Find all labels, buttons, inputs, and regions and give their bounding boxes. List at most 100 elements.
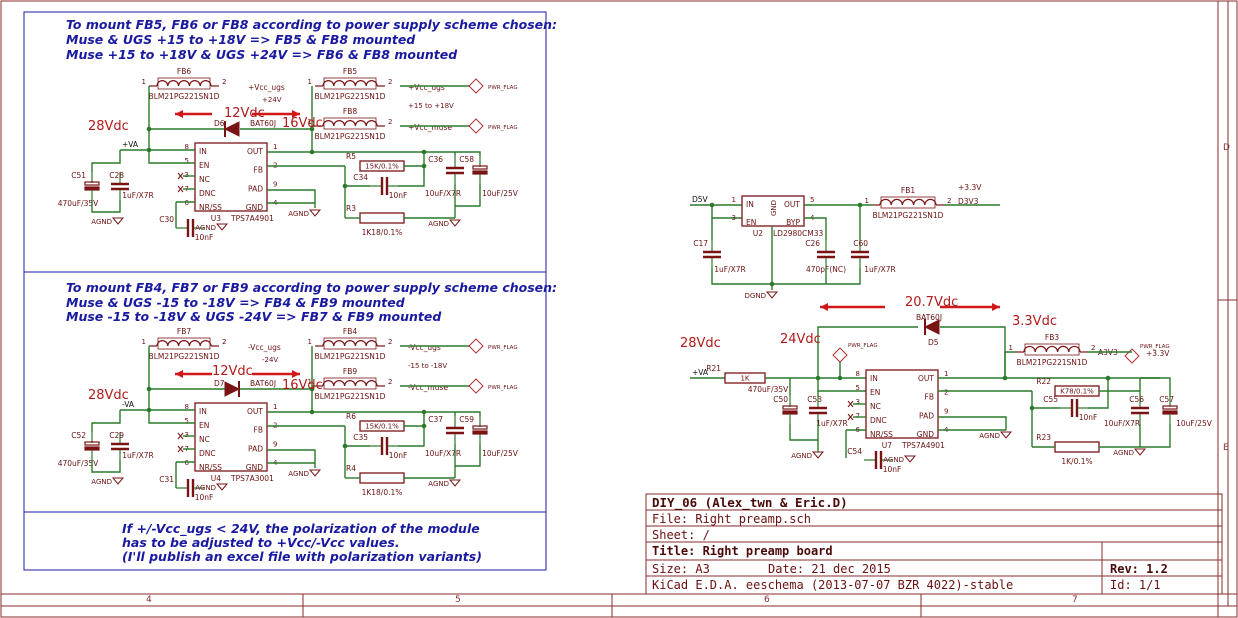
part-ref: R6 xyxy=(346,412,356,421)
part-value: 10uF/25V xyxy=(482,189,519,198)
part-ref: U4 xyxy=(211,474,221,483)
pin-number: 3 xyxy=(185,431,189,439)
ground-triangle xyxy=(765,291,779,299)
voltage-arrow xyxy=(820,303,885,311)
ic-pin-name: NR/SS xyxy=(199,463,222,472)
wire xyxy=(1140,424,1171,448)
part-ref: D6 xyxy=(214,119,225,128)
wire xyxy=(91,200,121,213)
ic-pin-name: NC xyxy=(199,175,210,184)
ground-triangle xyxy=(448,479,462,487)
voltage-label-12v-top: 12Vdc xyxy=(224,106,265,121)
ground-net-label: AGND xyxy=(883,456,904,464)
part-value: 15K/0.1% xyxy=(365,423,399,431)
cap-plate xyxy=(782,410,798,415)
part-ref: C52 xyxy=(71,431,86,440)
part-value: 1K18/0.1% xyxy=(362,488,403,497)
ic-pin-name: NR/SS xyxy=(199,203,222,212)
wire xyxy=(711,205,742,219)
junction-dot xyxy=(1029,405,1035,411)
part-value: BLM21PG221SN1D xyxy=(315,132,386,141)
pin-number: 1 xyxy=(142,338,146,346)
bead-outline xyxy=(157,337,211,350)
power-flag-label: PWR_FLAG xyxy=(1140,344,1170,350)
wire xyxy=(789,424,819,441)
power-flag-diamond xyxy=(468,338,484,354)
ic-pin-name: IN xyxy=(199,147,207,156)
net-label: +Vcc_ugs xyxy=(248,83,285,92)
power-flag: PWR_FLAG xyxy=(468,338,518,354)
ground-triangle xyxy=(308,209,322,217)
part-ref: D7 xyxy=(214,379,225,388)
part-value: 10nF xyxy=(1079,413,1098,422)
part-value: 15K/0.1% xyxy=(365,163,399,171)
power-flag-diamond xyxy=(468,118,484,134)
pin-number: 5 xyxy=(185,417,189,425)
power-flag: PWR_FLAG xyxy=(468,378,518,394)
ic-pin-name: PAD xyxy=(248,184,263,193)
part-value: 1K18/0.1% xyxy=(362,228,403,237)
pin-number: 1 xyxy=(308,338,312,346)
cap-plate xyxy=(84,441,100,446)
junction-dot xyxy=(1105,375,1111,381)
ic-pin-name: PAD xyxy=(919,411,934,420)
pin-number: 1 xyxy=(308,118,312,126)
ic-pin-name: IN xyxy=(870,374,878,383)
ground-net-label: AGND xyxy=(195,224,216,232)
ic-pin-name: OUT xyxy=(918,374,934,383)
pin-number: 1 xyxy=(273,143,277,151)
ruler-col-7: 7 xyxy=(1072,595,1078,605)
ic-pin-name: GND xyxy=(770,200,778,216)
junction-dot xyxy=(421,423,427,429)
wire xyxy=(455,444,481,467)
ic-pin-name: NC xyxy=(870,402,881,411)
voltage-label-16v-top: 16Vdc xyxy=(282,116,323,131)
pin-number: 1 xyxy=(273,403,277,411)
ic-pin-name: NC xyxy=(199,435,210,444)
diode-d6 xyxy=(223,121,240,137)
wire xyxy=(938,416,1007,430)
net-label: +3.3V xyxy=(958,183,982,192)
part-ref: C55 xyxy=(1043,395,1058,404)
bead-outline xyxy=(323,77,377,90)
part-value: 10nF xyxy=(195,493,214,502)
junction-dot xyxy=(309,126,315,132)
cap-plate xyxy=(84,186,100,191)
part-value: 10uF/X7R xyxy=(425,189,461,198)
ground-symbol: AGND xyxy=(91,477,125,486)
diode-d7 xyxy=(224,381,241,397)
part-ref: C54 xyxy=(847,447,862,456)
ruler-row-d: D xyxy=(1223,143,1230,153)
voltage-arrow xyxy=(175,370,212,378)
part-value: BLM21PG221SN1D xyxy=(315,352,386,361)
part-value: TPS7A4901 xyxy=(230,214,274,223)
arrow-head xyxy=(820,303,828,311)
title-block-project: DIY_06 (Alex_twn & Eric.D) xyxy=(652,495,848,510)
diode-triangle xyxy=(223,121,240,137)
cap-plate xyxy=(782,405,798,410)
net-label: +15 to +18V xyxy=(408,102,454,110)
part-ref: C31 xyxy=(159,475,174,484)
cap-plate xyxy=(84,181,100,186)
note-bottom-line-3: (I'll publish an excel file with polariz… xyxy=(122,549,482,564)
ic-pin-name: FB xyxy=(254,426,263,435)
part-value: TPS7A4901 xyxy=(901,441,945,450)
resistor-body xyxy=(1054,441,1100,453)
part-ref: R21 xyxy=(706,364,721,373)
note-middle-line-2: Muse & UGS -15 to -18V => FB4 & FB9 moun… xyxy=(66,295,405,310)
power-flag-label: PWR_FLAG xyxy=(488,345,518,351)
part-ref: FB9 xyxy=(343,367,357,376)
pin-number: 2 xyxy=(1091,344,1095,352)
net-label: +3.3V xyxy=(1146,349,1170,358)
